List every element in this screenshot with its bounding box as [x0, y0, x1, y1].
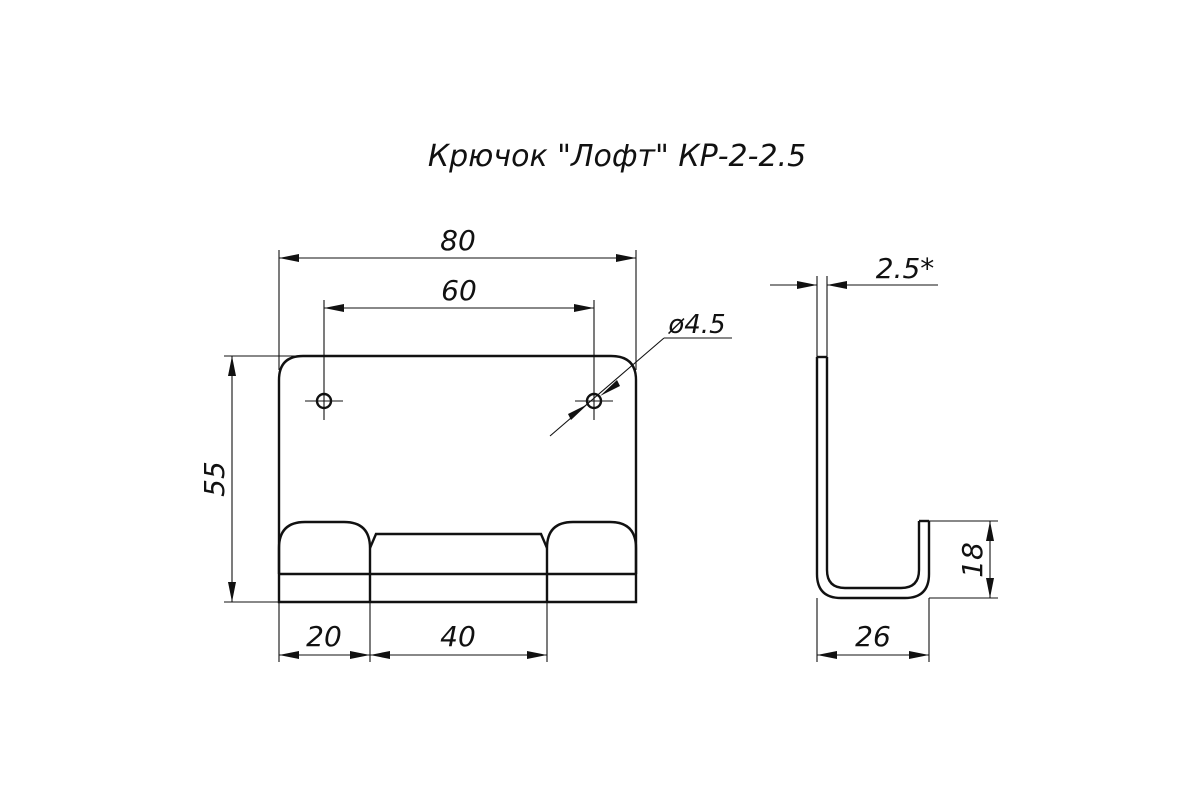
depth-label: 26: [855, 620, 891, 653]
dimension-hook-width: 20: [278, 602, 371, 662]
dimension-gap: 40: [370, 602, 548, 662]
gap-label: 40: [440, 620, 476, 653]
dimension-depth: 26: [816, 598, 930, 662]
right-hook-tab: [545, 520, 638, 602]
hook-height-label: 18: [956, 542, 989, 578]
width-label: 80: [440, 224, 476, 257]
side-view: [815, 355, 931, 600]
dimension-hook-height: 18: [929, 520, 998, 599]
dimension-thickness: 2.5*: [770, 252, 938, 357]
left-hook-tab: [277, 520, 372, 602]
thickness-label: 2.5*: [876, 252, 935, 285]
gap-top-edge: [368, 532, 549, 549]
side-profile-inner: [825, 357, 921, 590]
dimension-hole-diameter: ø4.5: [549, 310, 732, 437]
dimension-width: 80: [278, 224, 637, 370]
side-profile-outer: [815, 357, 931, 600]
front-view: [277, 354, 638, 604]
plate-outline: [277, 354, 638, 604]
dimension-height: 55: [198, 355, 295, 603]
hole-spacing-label: 60: [441, 274, 477, 307]
dimension-hole-spacing: 60: [323, 274, 595, 384]
hook-width-label: 20: [306, 620, 342, 653]
height-label: 55: [198, 461, 231, 497]
drawing-title: Крючок "Лофт" КР-2-2.5: [428, 139, 806, 174]
hole-diameter-label: ø4.5: [667, 310, 725, 340]
